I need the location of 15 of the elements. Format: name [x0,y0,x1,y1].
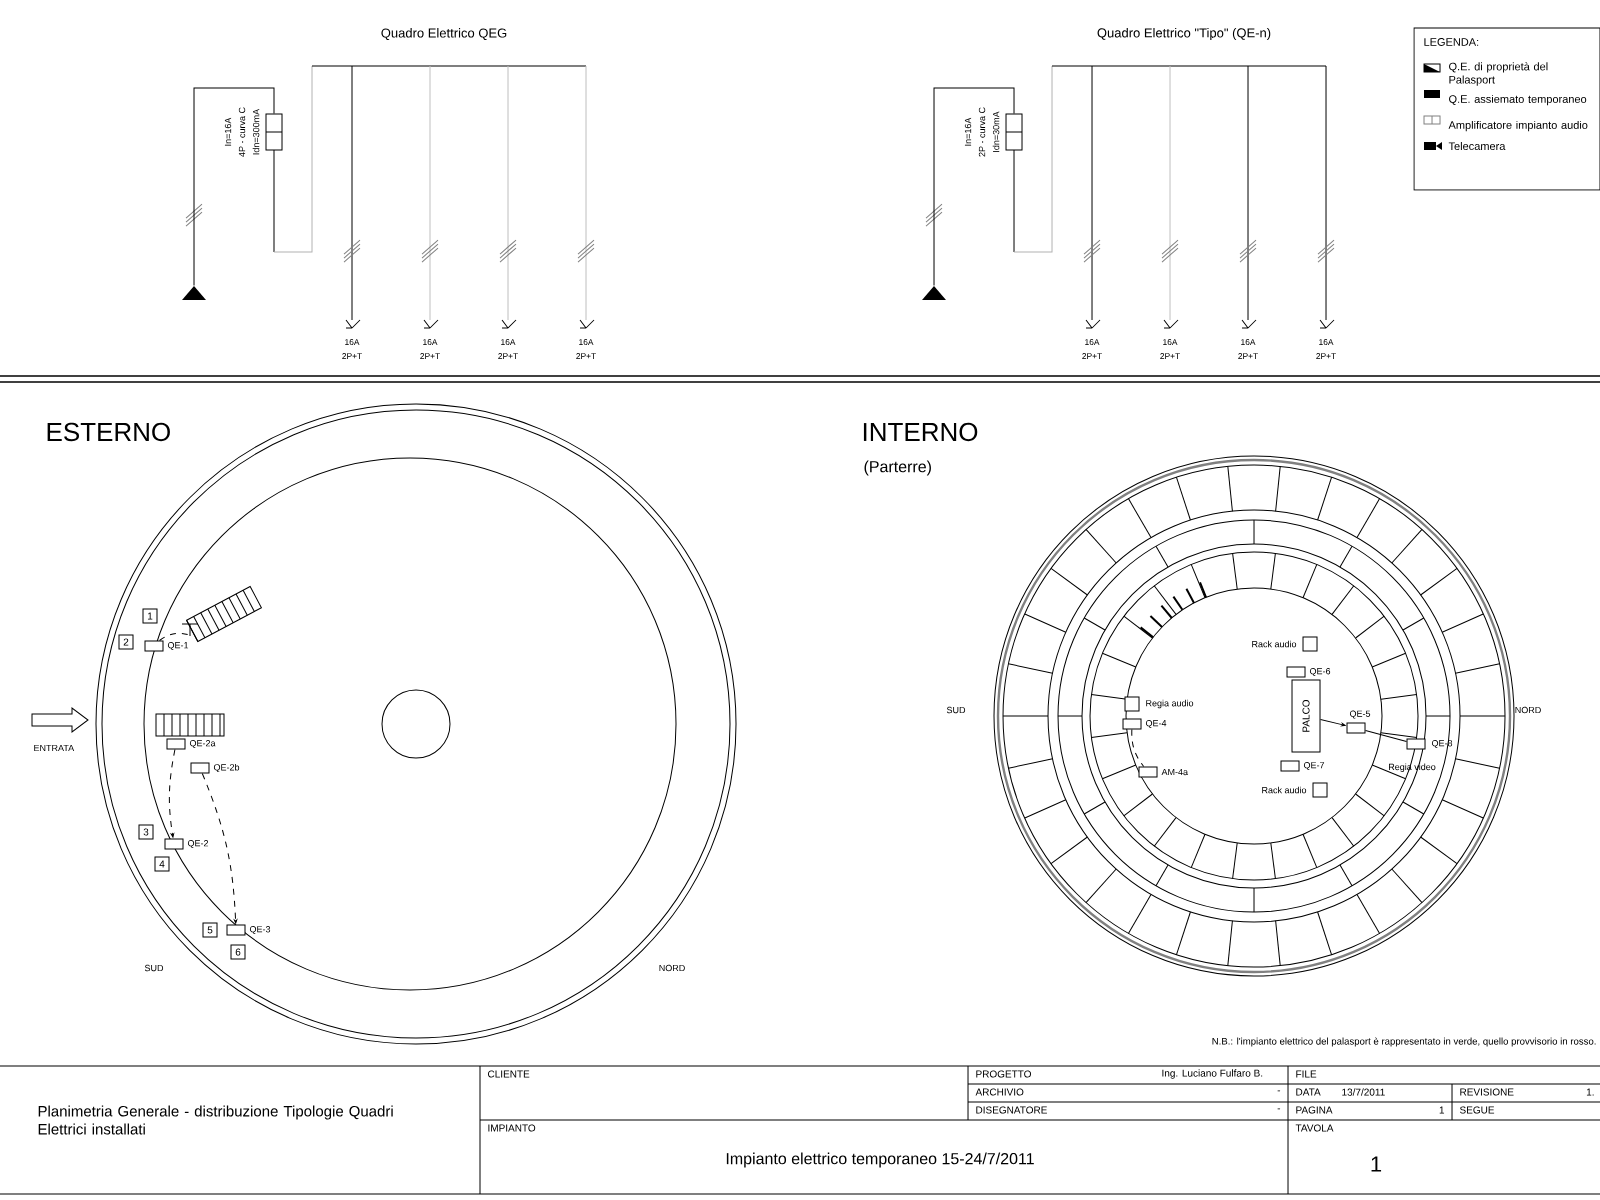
connector [159,632,193,641]
section-title: ESTERNO [47,422,170,442]
ground-symbol [182,286,206,300]
section-title: INTERNO [863,422,978,442]
sheet-number: 1 [1371,1156,1382,1172]
connector [933,87,1015,286]
connector [1131,729,1145,767]
section-subtitle: (Parterre) [864,460,931,476]
ground-symbol [922,286,946,300]
connector [168,749,176,838]
connector [193,87,275,286]
connector [1320,719,1346,727]
connector [1365,730,1407,742]
connector [201,773,238,924]
project-title: Impianto elettrico temporaneo 15-24/7/2011 [726,1152,1034,1168]
